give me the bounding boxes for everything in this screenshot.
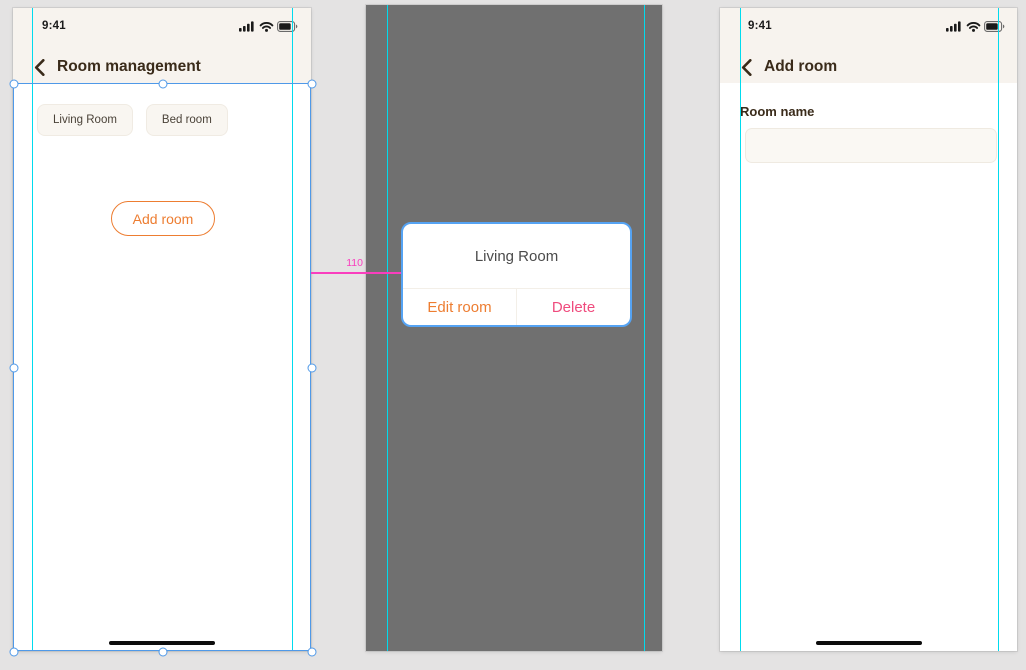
back-chevron-icon[interactable] — [740, 58, 752, 76]
artboard-add-room[interactable]: 9:41 Add room Room name — [720, 8, 1017, 651]
phone-header: 9:41 Room management — [13, 8, 311, 83]
nav-bar: Add room — [740, 55, 1007, 79]
cellular-signal-icon — [946, 20, 961, 32]
guide-right[interactable] — [292, 8, 294, 651]
home-indicator-bar — [815, 640, 922, 645]
page-title: Room management — [57, 58, 201, 75]
room-chip-bed-room[interactable]: Bed room — [145, 104, 228, 136]
battery-icon — [984, 20, 1005, 32]
room-name-label: Room name — [740, 104, 815, 119]
guide-right[interactable] — [644, 5, 646, 651]
edit-room-button[interactable]: Edit room — [403, 289, 517, 325]
selection-handle-top-center[interactable] — [158, 79, 168, 89]
selection-handle-bottom-center[interactable] — [158, 647, 168, 657]
back-chevron-icon[interactable] — [33, 58, 45, 76]
status-icons — [239, 20, 298, 32]
page-title: Add room — [764, 58, 838, 75]
guide-left[interactable] — [387, 5, 389, 651]
battery-icon — [277, 20, 298, 32]
add-room-button[interactable]: Add room — [111, 201, 215, 236]
room-name-input[interactable] — [745, 128, 997, 163]
status-bar: 9:41 — [720, 18, 1017, 34]
guide-right[interactable] — [998, 8, 1000, 651]
room-options-dialog[interactable]: Living Room Edit room Delete — [401, 222, 632, 327]
wifi-icon — [259, 21, 274, 32]
home-indicator-bar — [109, 640, 215, 645]
artboard-room-management[interactable]: 9:41 Room management Living Room Bed roo… — [13, 8, 311, 651]
status-time: 9:41 — [748, 20, 772, 32]
guide-left[interactable] — [740, 8, 742, 651]
measurement-line — [311, 272, 401, 274]
room-chip-list: Living Room Bed room — [37, 104, 228, 136]
selection-handle-mid-left[interactable] — [9, 363, 19, 373]
selection-handle-bottom-right[interactable] — [307, 647, 317, 657]
selection-handle-bottom-left[interactable] — [9, 647, 19, 657]
artboard-room-dialog[interactable]: Living Room Edit room Delete — [366, 5, 662, 651]
measurement-value: 110 — [346, 257, 363, 269]
delete-room-button[interactable]: Delete — [517, 289, 630, 325]
selection-rectangle[interactable] — [9, 79, 317, 657]
phone-header: 9:41 Add room — [720, 8, 1017, 83]
status-bar: 9:41 — [13, 18, 311, 34]
dialog-title: Living Room — [403, 224, 630, 289]
selection-handle-top-left[interactable] — [9, 79, 19, 89]
status-time: 9:41 — [42, 20, 66, 32]
status-icons — [946, 20, 1005, 32]
selection-handle-top-right[interactable] — [307, 79, 317, 89]
selection-handle-mid-right[interactable] — [307, 363, 317, 373]
room-chip-living-room[interactable]: Living Room — [37, 104, 133, 136]
nav-bar: Room management — [33, 55, 301, 79]
cellular-signal-icon — [239, 20, 254, 32]
wifi-icon — [966, 21, 981, 32]
dialog-actions: Edit room Delete — [403, 289, 630, 325]
guide-left[interactable] — [32, 8, 34, 651]
